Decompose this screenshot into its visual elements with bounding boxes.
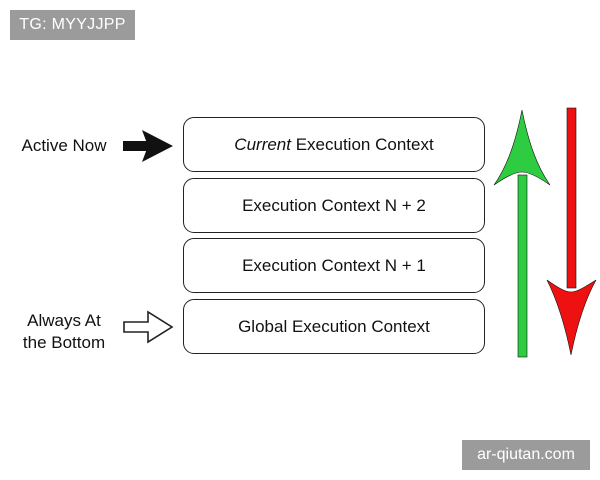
green-up-arrow-icon [493, 109, 551, 358]
execution-context-n-plus-1-label: Execution Context N + 1 [242, 255, 426, 275]
execution-context-n-plus-2-label: Execution Context N + 2 [242, 195, 426, 215]
active-now-label: Active Now [21, 136, 107, 155]
watermark-bottom: ar-qiutan.com [462, 440, 590, 470]
always-at-bottom-line-2: the Bottom [22, 333, 106, 352]
outline-right-arrow-icon [123, 310, 174, 344]
execution-context-n-plus-1-box: Execution Context N + 1 [183, 238, 485, 293]
always-at-bottom-line-1: Always At [27, 311, 101, 330]
red-down-arrow-icon [546, 107, 597, 356]
current-rest-text: Execution Context [290, 134, 434, 154]
solid-right-arrow-icon [123, 130, 173, 162]
current-execution-context-box: Current Execution Context [183, 117, 485, 172]
execution-context-n-plus-2-box: Execution Context N + 2 [183, 178, 485, 233]
global-execution-context-label: Global Execution Context [238, 316, 430, 336]
current-execution-context-label: Current Execution Context [234, 135, 433, 155]
always-at-bottom-label: Always At the Bottom [14, 310, 114, 354]
global-execution-context-box: Global Execution Context [183, 299, 485, 354]
watermark-top: TG: MYYJJPP [10, 10, 135, 40]
current-italic-word: Current [234, 134, 291, 154]
